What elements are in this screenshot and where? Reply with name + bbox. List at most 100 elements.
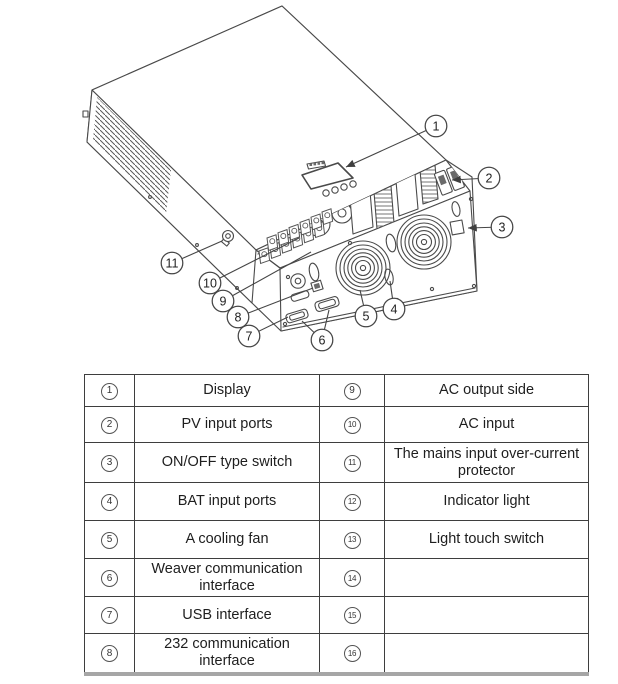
vent-grille: [93, 97, 171, 214]
terminal-screw: [324, 212, 331, 219]
label-strip-block: [309, 163, 313, 166]
callout-number-3: 3: [499, 221, 506, 235]
legend-index-cell: 13: [319, 520, 385, 559]
ac-cable-hole-center: [294, 277, 302, 285]
callout-leader-10: [209, 237, 300, 284]
callout-circle-10: [198, 271, 222, 295]
callout-leader-9: [222, 251, 312, 302]
legend-label-cell: 232 communication interface: [134, 633, 320, 676]
circled-number-6: 6: [101, 569, 118, 587]
legend-label-cell: ON/OFF type switch: [134, 442, 320, 483]
inverter-chassis: [82, 5, 478, 332]
label-strip-block: [321, 161, 325, 165]
circled-number-4: 4: [101, 493, 118, 511]
legend-label-cell: Light touch switch: [384, 520, 589, 559]
panel-screw: [347, 240, 353, 246]
legend-label-cell: Display: [134, 374, 320, 407]
legend-label-cell: [384, 633, 589, 676]
panel-button: [340, 183, 348, 191]
panel-screw: [282, 321, 288, 327]
side-screw: [195, 243, 199, 247]
legend-label-cell: USB interface: [134, 596, 320, 635]
label-strip-block: [317, 162, 321, 165]
bottom-panel-details: [220, 196, 477, 327]
legend-index-cell: 3: [84, 442, 135, 483]
terminal-screw: [269, 238, 276, 245]
side-stud: [82, 110, 89, 118]
panel-button: [331, 186, 339, 194]
legend-label-cell: BAT input ports: [134, 482, 320, 521]
legend-label-cell: AC input: [384, 406, 589, 443]
callout-number-6: 6: [319, 334, 326, 348]
cooling-fan-right: [396, 214, 452, 270]
bottom-panel: [279, 190, 478, 332]
panel-slot: [451, 201, 461, 217]
panel-screw: [471, 283, 477, 289]
legend-label-cell: [384, 596, 589, 635]
side-screw: [235, 286, 239, 290]
bottom-flange-line: [282, 287, 476, 328]
panel-screw: [285, 274, 291, 280]
legend-index-cell: 7: [84, 596, 135, 635]
circled-number-9: 9: [343, 382, 361, 400]
legend-index-cell: 8: [84, 633, 135, 676]
db9-connector: [314, 296, 340, 312]
callout-number-7: 7: [246, 330, 253, 344]
legend-index-cell: 6: [84, 557, 135, 598]
panel-button: [322, 189, 330, 197]
legend-index-cell: 10: [319, 406, 385, 443]
callout-number-4: 4: [391, 303, 398, 317]
legend-row: 5 A cooling fan 13 Light touch switch: [84, 520, 589, 559]
legend-label-cell: A cooling fan: [134, 520, 320, 559]
legend-label-cell: Indicator light: [384, 482, 589, 521]
terminal-screw: [313, 217, 320, 224]
circled-number-16: 16: [343, 645, 361, 663]
callout-circle-8: [226, 305, 250, 329]
callout-circle-9: [211, 289, 235, 313]
callout-circle-5: [354, 304, 378, 328]
db9-connector: [285, 308, 309, 324]
ac-cable-hole: [290, 273, 306, 289]
label-strip-block: [313, 162, 317, 166]
callout-number-8: 8: [235, 311, 242, 325]
callout-number-9: 9: [220, 295, 227, 309]
callout-number-5: 5: [363, 310, 370, 324]
callout-number-1: 1: [433, 120, 440, 134]
circled-number-14: 14: [343, 569, 361, 587]
callout-circle-11: [160, 251, 184, 275]
legend-row: 1 Display 9 AC output side: [84, 374, 589, 407]
display-group: [301, 160, 357, 197]
legend-label-cell: PV input ports: [134, 406, 320, 443]
side-screw: [148, 195, 152, 199]
circled-number-2: 2: [101, 416, 118, 434]
legend-index-cell: 5: [84, 520, 135, 559]
callout-number-11: 11: [166, 257, 179, 271]
legend-label-cell: Weaver communication interface: [134, 557, 320, 598]
terminal-screw: [280, 233, 287, 239]
circled-number-8: 8: [101, 645, 118, 663]
circled-number-5: 5: [101, 531, 118, 549]
legend-label-cell: AC output side: [384, 374, 589, 407]
legend-row: 8 232 communication interface 16: [84, 633, 589, 676]
circled-number-13: 13: [343, 531, 361, 549]
callout-leader-1: [345, 125, 437, 168]
legend-index-cell: 15: [319, 596, 385, 635]
circled-number-12: 12: [343, 493, 361, 511]
panel-screw: [429, 286, 435, 292]
callout-number-2: 2: [486, 172, 493, 186]
panel-screw: [468, 196, 474, 202]
callout-leader-8: [237, 287, 314, 318]
circled-number-1: 1: [101, 382, 118, 400]
terminal-screw: [291, 227, 298, 234]
legend-index-cell: 2: [84, 406, 135, 443]
panel-slot: [385, 233, 397, 253]
panel-button: [349, 180, 357, 188]
legend-index-cell: 1: [84, 374, 135, 407]
panel-slot: [308, 262, 320, 282]
